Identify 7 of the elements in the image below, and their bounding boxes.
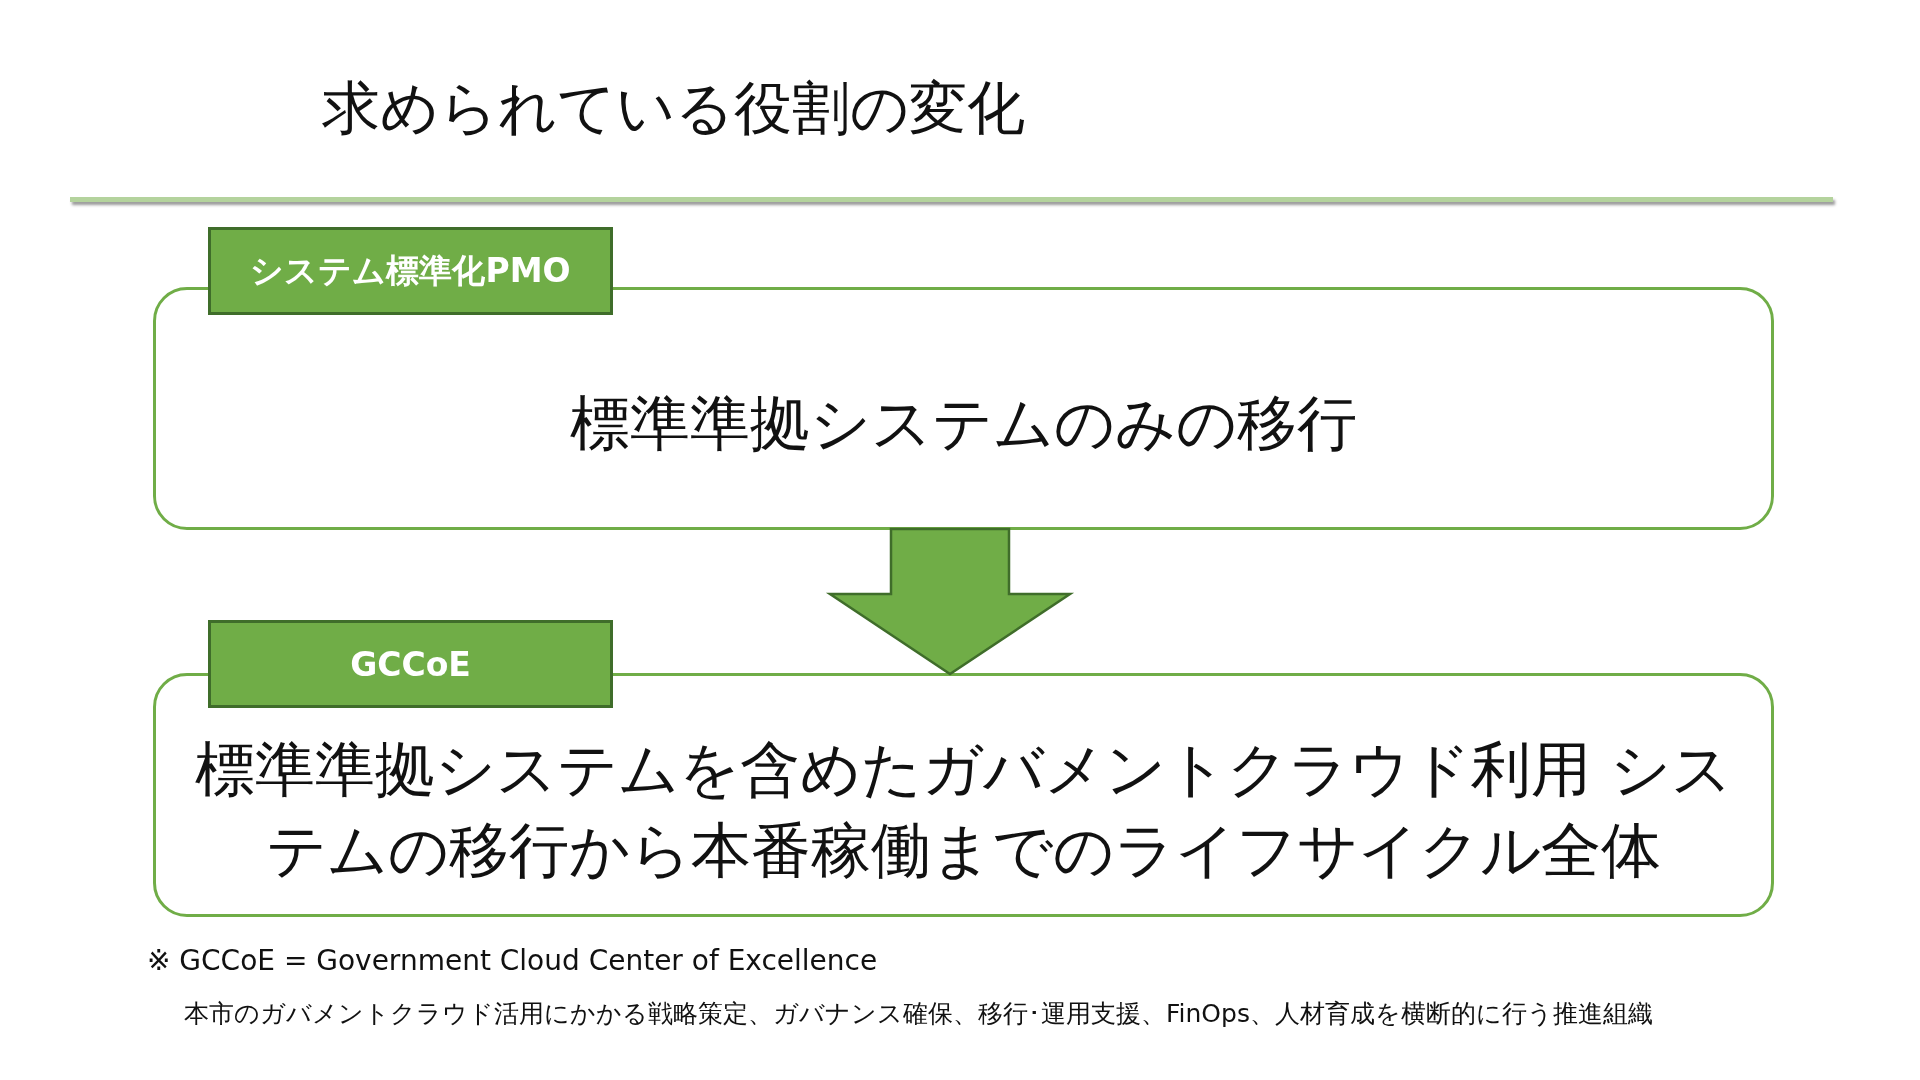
category-tab: GCCoE (208, 620, 613, 708)
block-arrow (825, 527, 1075, 676)
rounded-box: 標準準拠システムのみの移行 (153, 287, 1774, 530)
footnote: 本市のガバメントクラウド活用にかかる戦略策定、ガバナンス確保、移行･運用支援、FinOps、人材育成を横断的に行う推進組織 (184, 998, 1653, 1030)
footnote: ※ GCCoE = Government Cloud Center of Excellence (147, 944, 878, 977)
category-tab: システム標準化PMO (208, 227, 613, 315)
page-title: 求められている役割の変化 (322, 73, 1025, 144)
